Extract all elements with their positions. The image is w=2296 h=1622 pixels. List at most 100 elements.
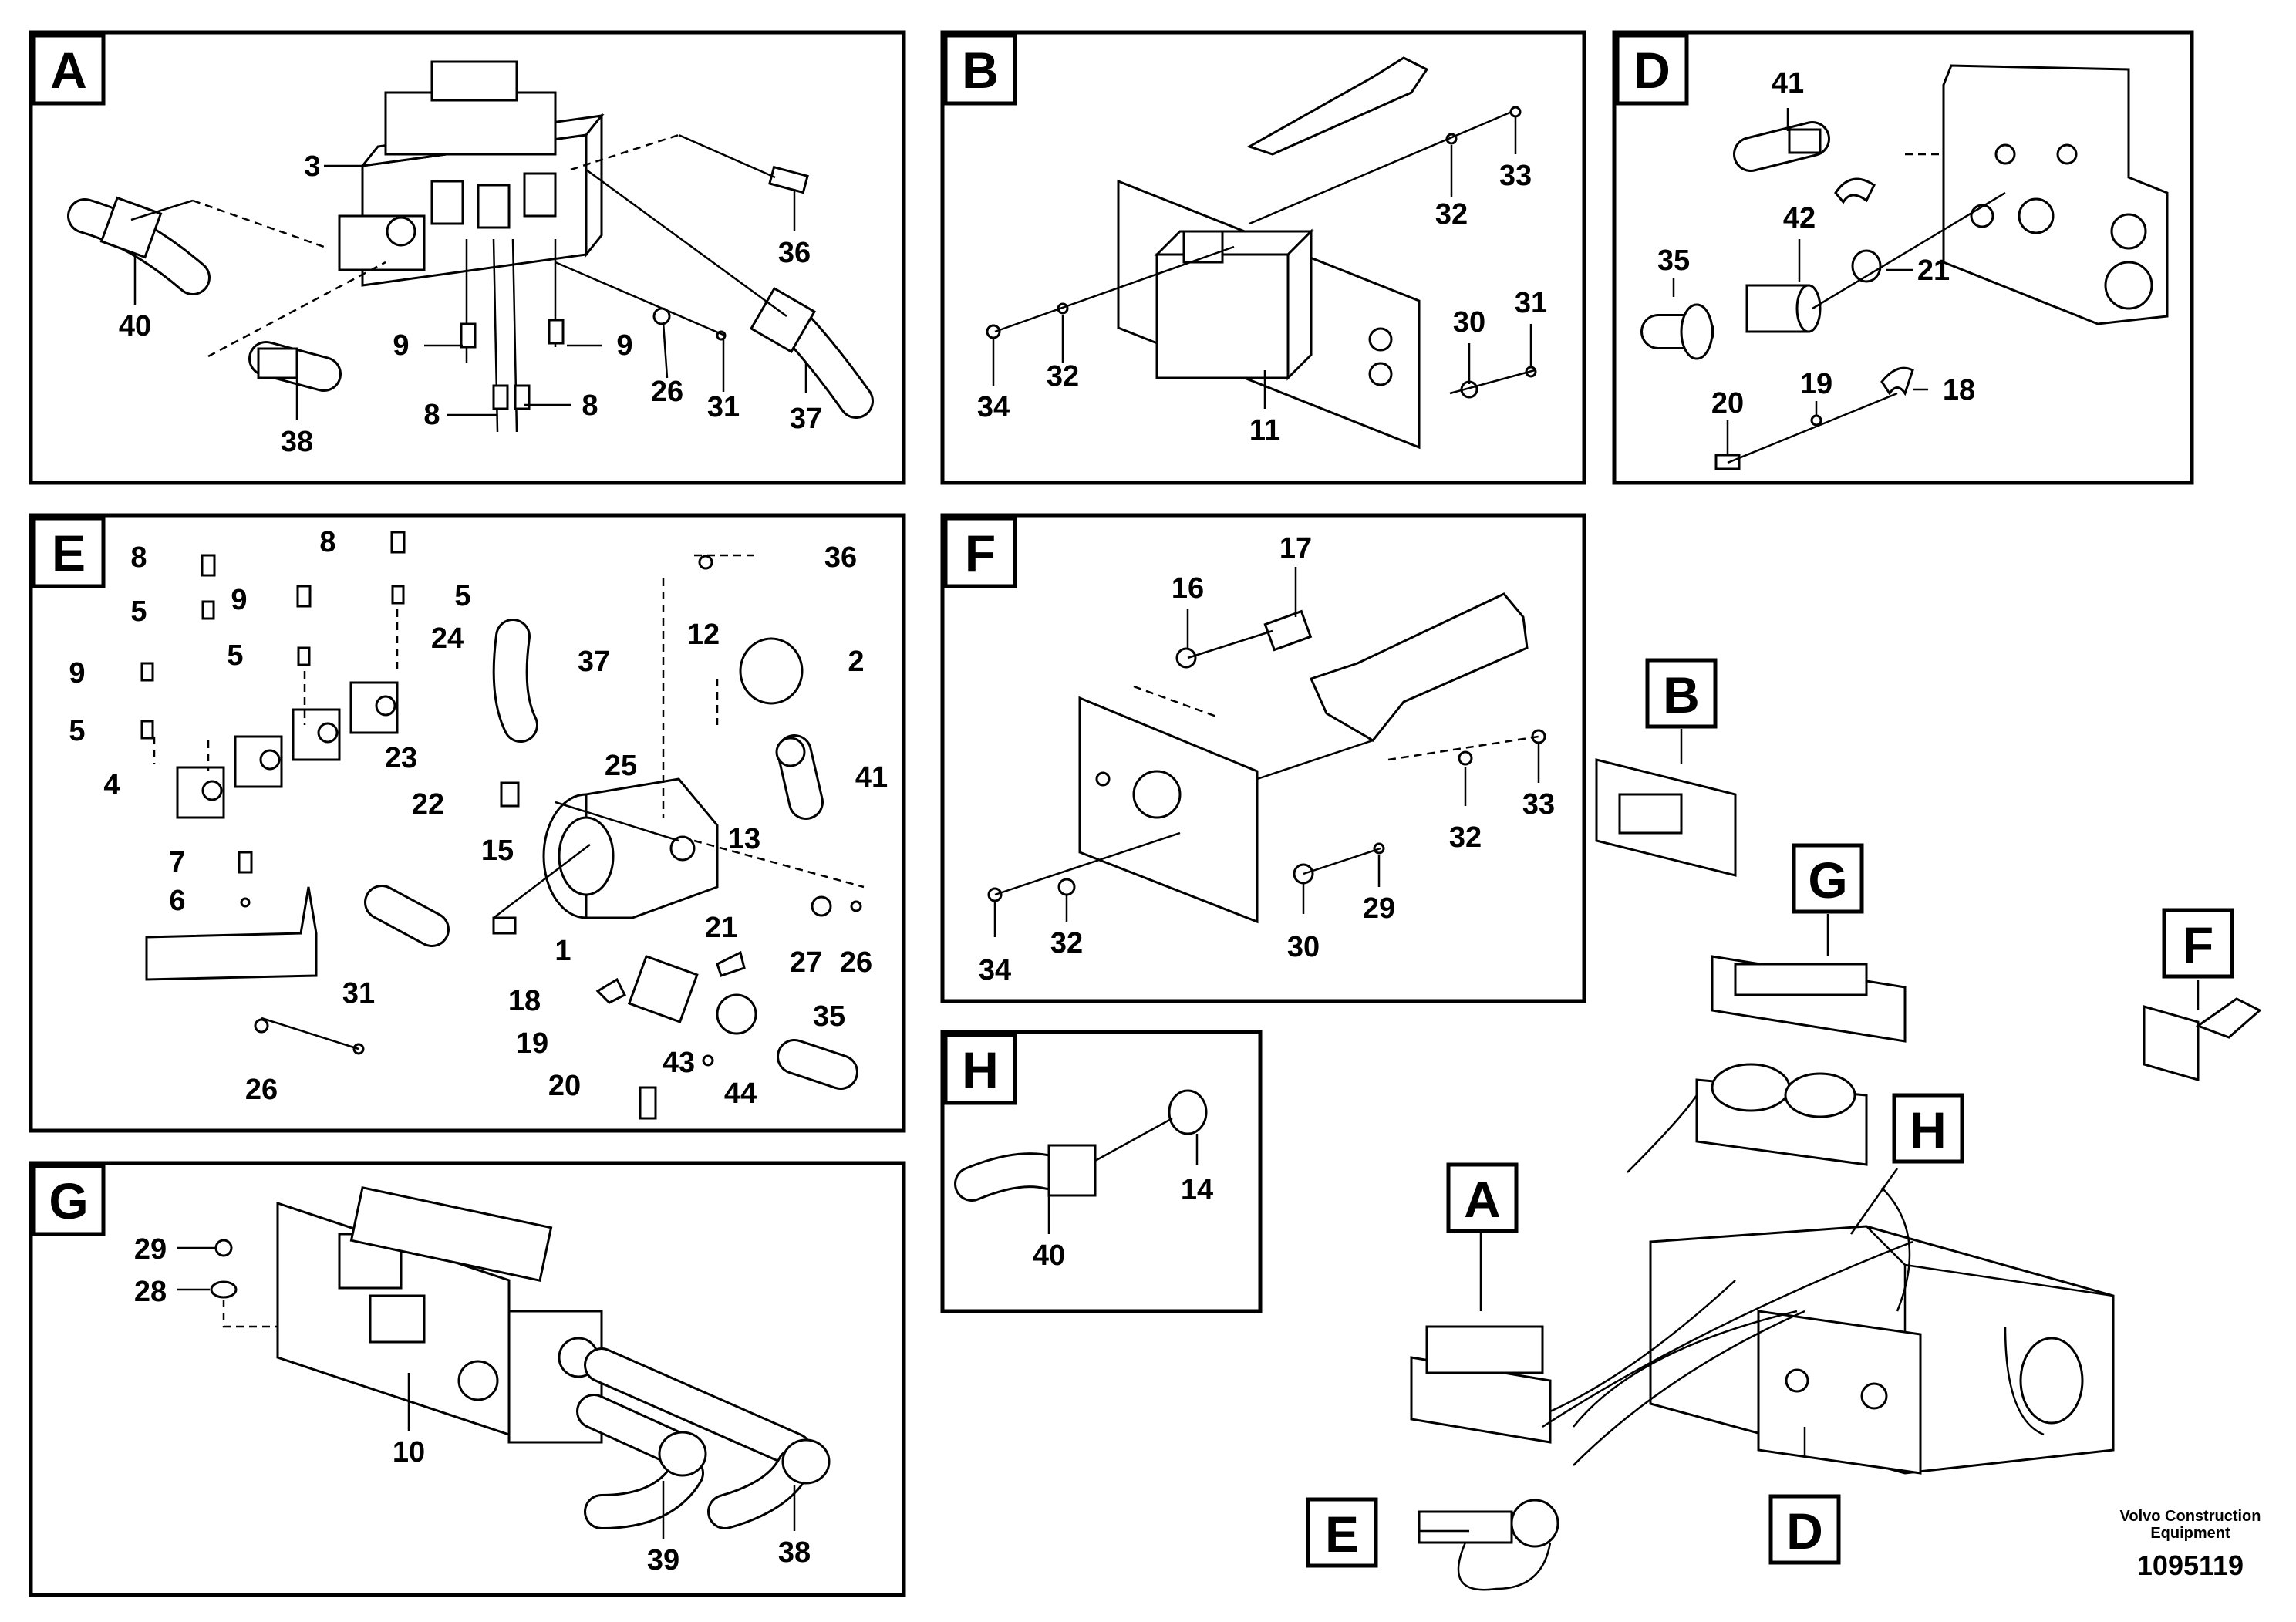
panel-g-letter: G [49, 1172, 88, 1229]
overview-label-d: D [1768, 1494, 1841, 1565]
panel-f-frame [940, 513, 1586, 1003]
panel-g-frame [29, 1161, 906, 1597]
brand-line-2: Equipment [2150, 1525, 2230, 1542]
callout-h-40: 40 [1033, 1239, 1065, 1272]
callout-e-19: 19 [516, 1027, 548, 1060]
callout-d-18: 18 [1943, 374, 1975, 406]
callout-e-5-b: 5 [454, 580, 470, 612]
callout-b-34: 34 [977, 391, 1010, 423]
callout-e-6: 6 [169, 885, 185, 917]
panel-d: D 41 42 35 21 19 20 18 [1612, 30, 2194, 485]
callout-d-19: 19 [1800, 368, 1832, 400]
callout-f-30: 30 [1287, 931, 1320, 963]
callout-e-26-right: 26 [840, 946, 872, 979]
callout-b-31: 31 [1515, 287, 1547, 319]
callout-g-28: 28 [134, 1276, 167, 1308]
callout-f-29: 29 [1363, 892, 1395, 925]
callout-a-3: 3 [304, 150, 320, 183]
overview-label-e: E [1306, 1497, 1378, 1568]
callout-g-29: 29 [134, 1233, 167, 1266]
panel-b-frame [940, 30, 1586, 485]
svg-text:G: G [1808, 851, 1847, 909]
callout-e-4: 4 [103, 769, 120, 801]
panel-f: F 16 17 33 32 34 32 30 29 [940, 513, 1586, 1003]
overview-assembly [1410, 729, 2262, 1591]
callout-b-32-bottom: 32 [1047, 360, 1079, 393]
callout-e-5-c: 5 [227, 639, 243, 672]
callout-a-9-left: 9 [393, 329, 409, 362]
callout-e-31: 31 [342, 977, 375, 1010]
callout-e-25: 25 [605, 750, 637, 782]
callout-e-20: 20 [548, 1070, 581, 1102]
callout-g-38: 38 [778, 1536, 811, 1569]
panel-a-frame [29, 30, 906, 485]
callout-b-33: 33 [1499, 160, 1532, 192]
callout-e-24: 24 [431, 622, 464, 655]
svg-text:A: A [1464, 1171, 1501, 1228]
panel-a-letter: A [50, 42, 87, 99]
callout-a-31: 31 [707, 391, 740, 423]
callout-d-35: 35 [1657, 244, 1690, 277]
valve-block-a [338, 60, 605, 287]
callout-e-26-left: 26 [245, 1074, 278, 1106]
callout-e-5-a: 5 [130, 595, 147, 628]
callout-e-41: 41 [855, 761, 888, 794]
overview-label-a: A [1446, 1162, 1519, 1233]
callout-a-26: 26 [651, 376, 683, 408]
overview-label-f: F [2162, 908, 2234, 979]
callout-e-8-right: 8 [319, 526, 335, 558]
panel-f-letter: F [965, 524, 996, 582]
callout-e-12: 12 [687, 619, 720, 651]
callout-a-8-right: 8 [582, 389, 598, 422]
panel-h: H 40 14 [940, 1030, 1263, 1313]
pump-1 [542, 777, 719, 919]
panel-h-letter: H [962, 1041, 999, 1098]
panel-d-frame [1612, 30, 2194, 485]
overview-label-g: G [1792, 843, 1864, 914]
callout-e-7: 7 [169, 846, 185, 878]
callout-e-1: 1 [555, 935, 571, 967]
callout-b-32-top: 32 [1435, 198, 1468, 231]
callout-d-21: 21 [1917, 255, 1950, 287]
callout-g-10: 10 [393, 1436, 425, 1469]
panel-g: G 29 28 10 39 38 [29, 1161, 906, 1597]
drawing-number: 1095119 [2136, 1549, 2244, 1581]
callout-e-9-left: 9 [69, 657, 85, 690]
callout-f-33: 33 [1522, 788, 1555, 821]
callout-g-39: 39 [647, 1544, 679, 1576]
brand-line-1: Volvo Construction [2119, 1508, 2261, 1525]
panel-e-letter: E [52, 524, 86, 582]
callout-e-2: 2 [848, 646, 864, 678]
callout-e-27: 27 [790, 946, 822, 979]
callout-f-17: 17 [1279, 532, 1312, 565]
svg-text:B: B [1663, 666, 1700, 723]
callout-h-14: 14 [1181, 1174, 1213, 1206]
callout-e-15: 15 [481, 835, 514, 867]
panel-d-letter: D [1633, 42, 1671, 99]
callout-d-20: 20 [1711, 387, 1744, 420]
callout-e-21: 21 [705, 912, 737, 944]
panel-b: B 33 32 34 32 11 30 31 [940, 30, 1586, 485]
callout-a-8-left: 8 [423, 399, 440, 431]
callout-e-9-right: 9 [231, 584, 247, 616]
callout-f-32-right: 32 [1449, 821, 1482, 854]
panel-e: E [29, 513, 906, 1133]
callout-e-13: 13 [728, 823, 760, 855]
callout-a-40: 40 [119, 310, 151, 342]
panel-a: A [29, 30, 906, 485]
svg-text:F: F [2183, 916, 2213, 973]
callout-e-5-d: 5 [69, 715, 85, 747]
callout-e-43: 43 [663, 1047, 695, 1079]
panel-h-frame [940, 1030, 1263, 1313]
callout-e-36: 36 [824, 541, 857, 574]
panel-e-frame [29, 513, 906, 1133]
callout-e-22: 22 [412, 788, 444, 821]
svg-text:D: D [1786, 1502, 1823, 1560]
callout-b-11: 11 [1249, 414, 1280, 447]
brand-block: Volvo Construction Equipment 1095119 [2082, 1508, 2296, 1582]
callout-e-8-left: 8 [130, 541, 147, 574]
overview-label-h: H [1892, 1093, 1964, 1164]
callout-a-37: 37 [790, 403, 822, 435]
callout-e-44: 44 [724, 1077, 757, 1110]
callout-f-16: 16 [1172, 572, 1204, 605]
